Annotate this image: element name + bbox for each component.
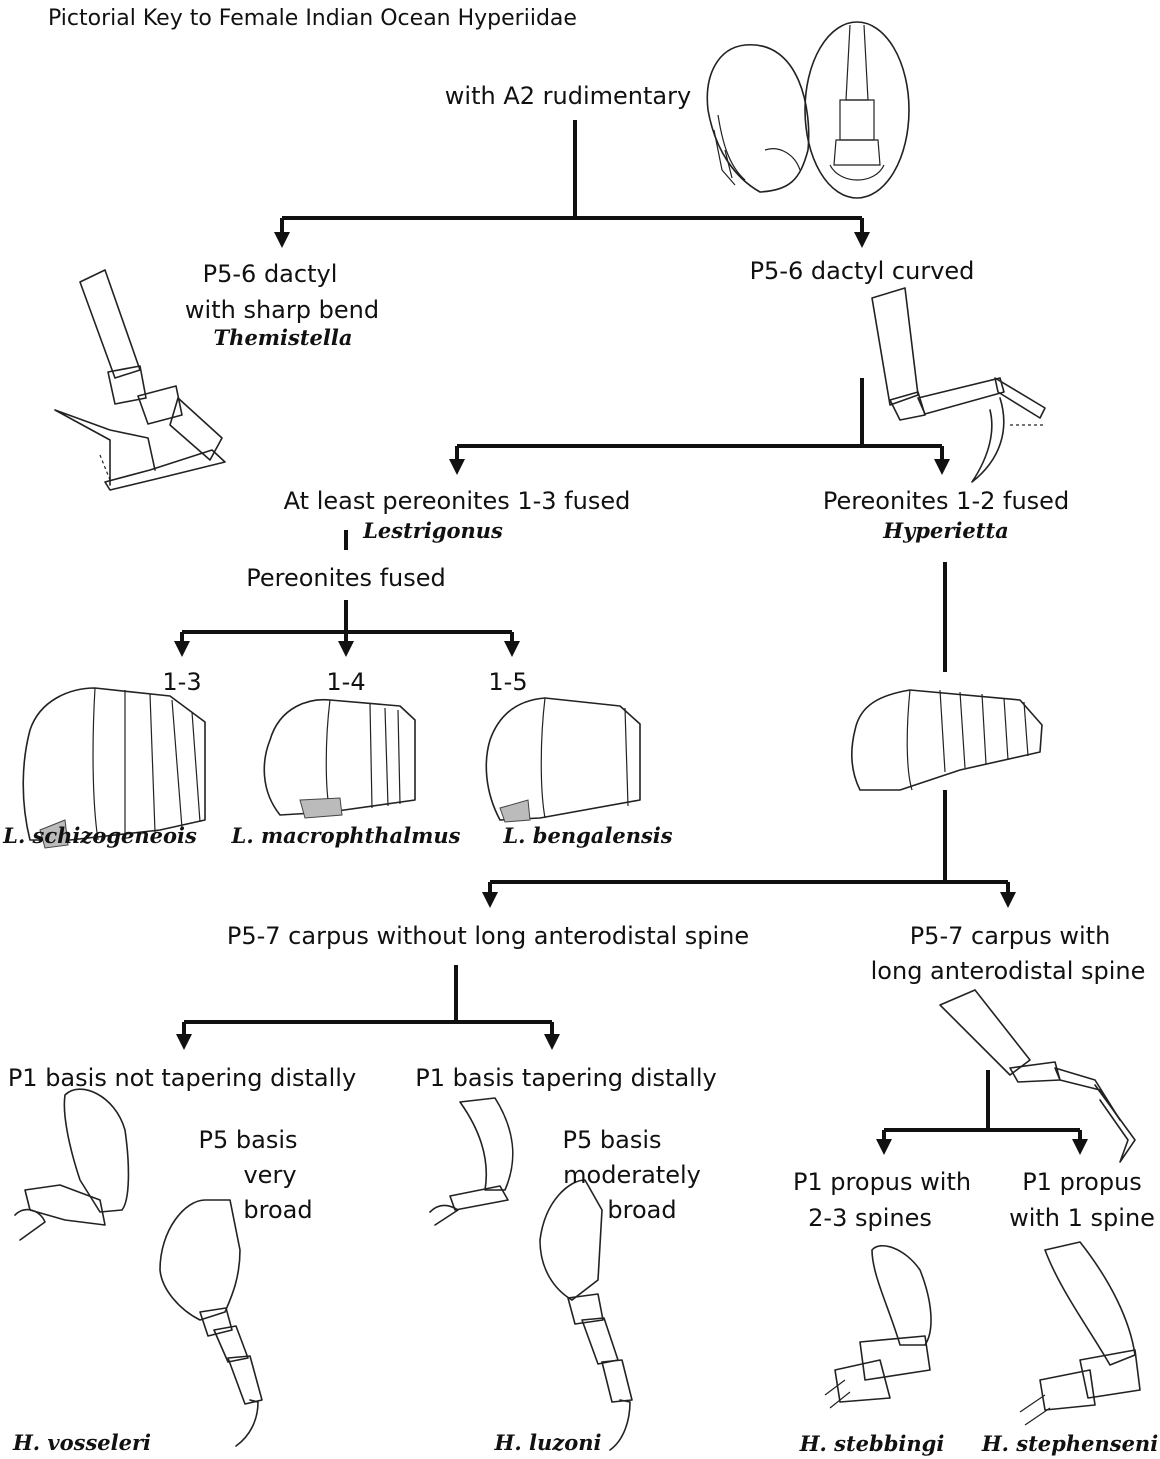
stebbingi-p1-drawing xyxy=(825,1246,931,1408)
species-l-bengalensis: L. bengalensis xyxy=(503,825,672,846)
body-drawing-hyperietta xyxy=(852,690,1042,790)
species-h-luzoni: H. luzoni xyxy=(495,1432,602,1453)
species-h-vosseleri: H. vosseleri xyxy=(13,1432,151,1453)
arrow-head xyxy=(504,641,520,657)
fusion-label-1-5: 1-5 xyxy=(488,670,527,694)
p1-tapering-label: P1 basis tapering distally xyxy=(415,1066,716,1090)
pereonites-fused-label: Pereonites fused xyxy=(246,566,446,590)
species-l-schizogeneois: L. schizogeneois xyxy=(3,825,197,846)
lestrigonus-label: At least pereonites 1-3 fused xyxy=(284,489,631,513)
arrow-head xyxy=(876,1139,892,1155)
arrow-head xyxy=(934,459,950,475)
p5-moderately-broad-line3: broad xyxy=(607,1198,676,1222)
propus-1-line2: with 1 spine xyxy=(1009,1206,1155,1230)
carpus-without-spine-label: P5-7 carpus without long anterodistal sp… xyxy=(227,924,749,948)
vosseleri-p5-drawing xyxy=(160,1200,262,1446)
key-title: Pictorial Key to Female Indian Ocean Hyp… xyxy=(48,8,577,30)
long-spine-leg-drawing xyxy=(940,990,1135,1162)
luzoni-p1-drawing xyxy=(430,1098,513,1225)
p5-very-broad-line1: P5 basis xyxy=(199,1128,298,1152)
propus-2-3-line2: 2-3 spines xyxy=(808,1206,932,1230)
arrow-head xyxy=(176,1034,192,1050)
dactyl-curved-label: P5-6 dactyl curved xyxy=(750,259,975,283)
p5-moderately-broad-line1: P5 basis xyxy=(563,1128,662,1152)
body-drawing-bengalensis xyxy=(486,698,640,822)
lestrigonus-genus: Lestrigonus xyxy=(363,520,503,541)
hyperietta-genus: Hyperietta xyxy=(883,520,1009,541)
vosseleri-p1-drawing xyxy=(15,1089,128,1240)
arrow-head xyxy=(544,1034,560,1050)
propus-2-3-line1: P1 propus with xyxy=(793,1170,971,1194)
hyperietta-leg-drawing xyxy=(872,288,1045,482)
fusion-label-1-4: 1-4 xyxy=(326,670,365,694)
p5-very-broad-line2: very xyxy=(243,1163,296,1187)
head-frontal-drawing xyxy=(805,22,909,198)
species-h-stebbingi: H. stebbingi xyxy=(800,1433,945,1454)
arrow-head xyxy=(449,459,465,475)
species-l-macrophthalmus: L. macrophthalmus xyxy=(232,825,461,846)
carpus-with-spine-line1: P5-7 carpus with xyxy=(910,924,1111,948)
carpus-with-spine-line2: long anterodistal spine xyxy=(871,959,1146,983)
body-drawing-macrophthalmus xyxy=(264,700,415,818)
p1-not-tapering-label: P1 basis not tapering distally xyxy=(8,1066,356,1090)
stephenseni-p1-drawing xyxy=(1020,1242,1140,1425)
fusion-label-1-3: 1-3 xyxy=(162,670,201,694)
species-h-stephenseni: H. stephenseni xyxy=(982,1433,1158,1454)
root-node-label: with A2 rudimentary xyxy=(445,84,691,108)
arrow-head xyxy=(274,232,290,248)
themistella-genus: Themistella xyxy=(214,327,353,348)
arrow-head xyxy=(1000,892,1016,908)
themistella-label-line2: with sharp bend xyxy=(185,298,379,322)
arrow-head xyxy=(174,641,190,657)
themistella-label-line1: P5-6 dactyl xyxy=(203,262,338,286)
head-lateral-drawing xyxy=(707,45,808,192)
hyperietta-label: Pereonites 1-2 fused xyxy=(823,489,1069,513)
p5-very-broad-line3: broad xyxy=(243,1198,312,1222)
p5-moderately-broad-line2: moderately xyxy=(563,1163,701,1187)
propus-1-line1: P1 propus xyxy=(1022,1170,1142,1194)
arrow-head xyxy=(1072,1139,1088,1155)
arrow-head xyxy=(854,232,870,248)
arrow-head xyxy=(338,641,354,657)
arrow-head xyxy=(482,892,498,908)
